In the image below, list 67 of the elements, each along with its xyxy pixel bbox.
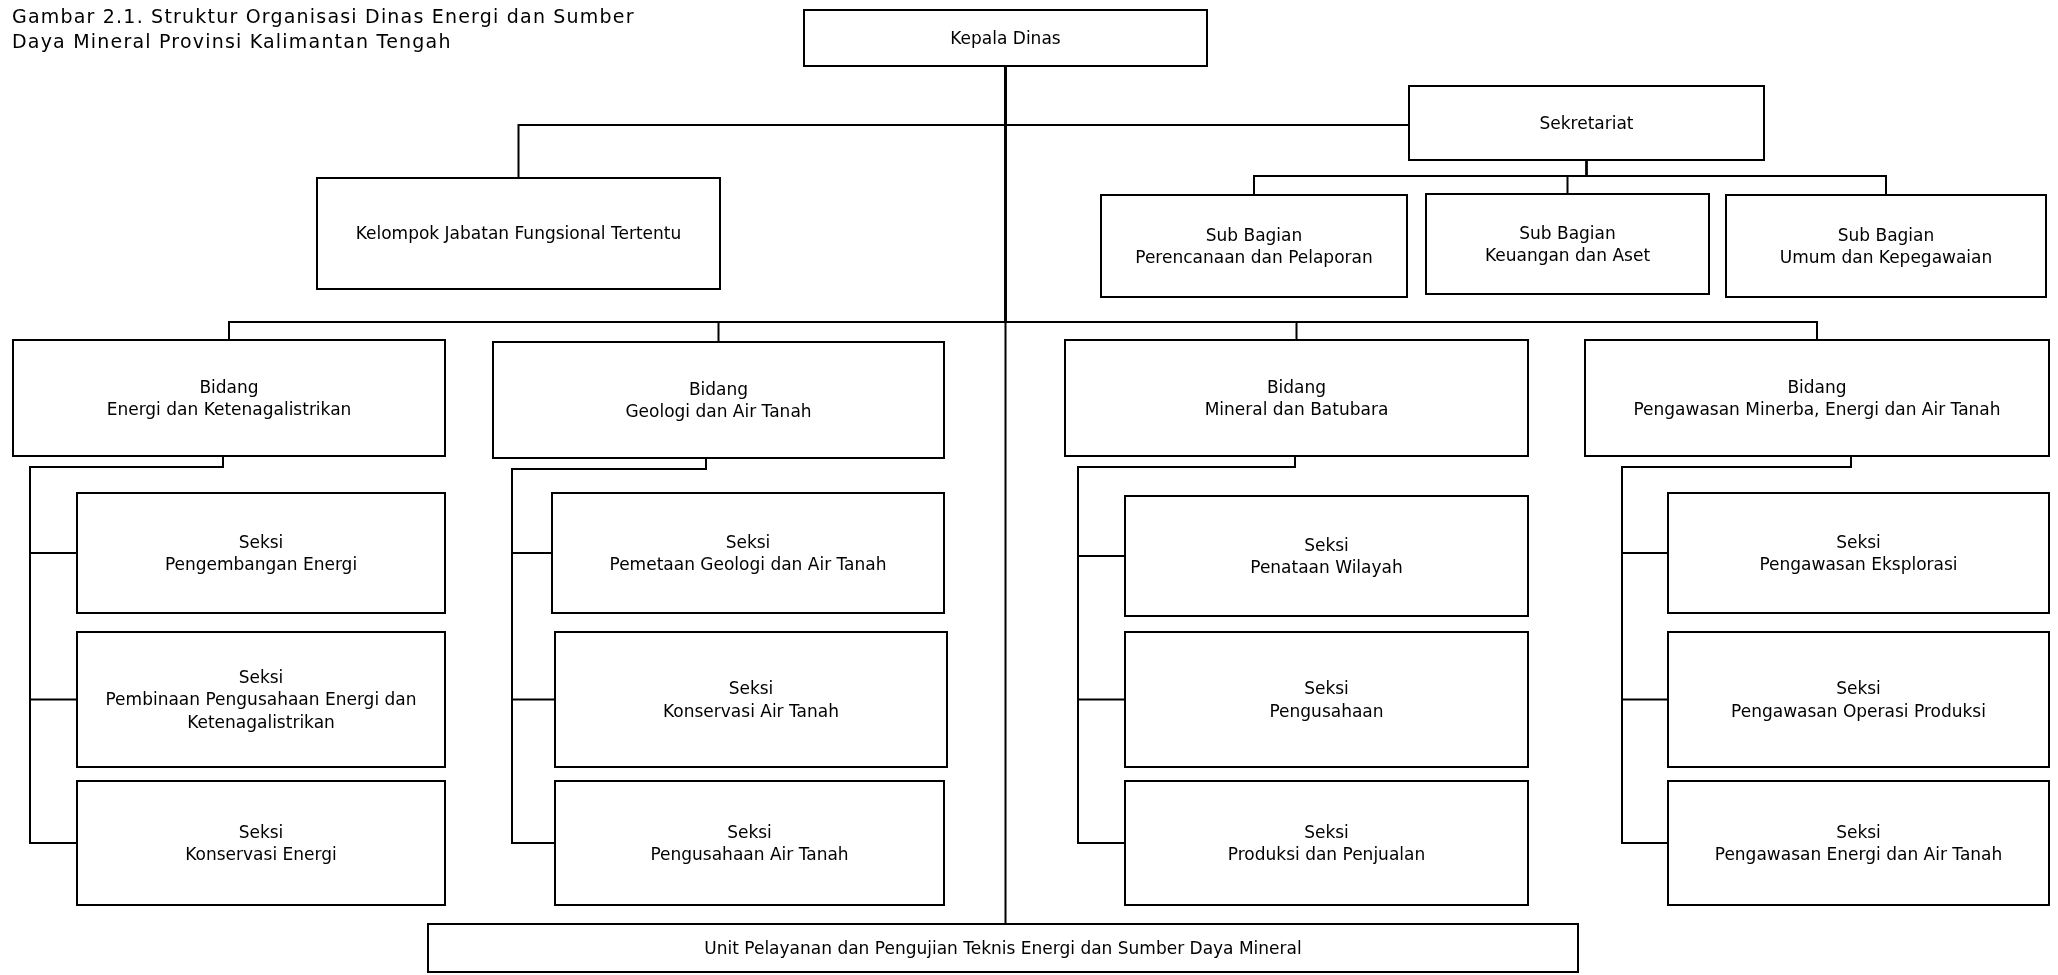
unit-box	[1667, 631, 2050, 768]
unit-name: Seksi	[1836, 820, 1881, 843]
unit-subname: Pembinaan Pengusahaan Energi dan Ketenagalistrikan	[104, 688, 418, 733]
unit-name: Seksi	[238, 820, 284, 843]
unit-subname: Pengawasan Operasi Produksi	[1731, 699, 1986, 722]
unit-name: Seksi	[1304, 677, 1349, 700]
unit-subname: Penataan Wilayah	[1250, 556, 1403, 579]
unit-name: Seksi	[1304, 820, 1349, 843]
unit-subname: Pengembangan Energi	[164, 553, 358, 576]
unit-name: Sub Bagian	[1837, 223, 1935, 246]
unit-subname: Geologi dan Air Tanah	[625, 400, 812, 423]
unit-subname: Keuangan dan Aset	[1484, 244, 1651, 267]
unit-subname: Pengawasan Eksplorasi	[1759, 553, 1958, 576]
unit-subname: Pengawasan Energi dan Air Tanah	[1714, 843, 2003, 866]
unit-name: Seksi	[728, 677, 774, 700]
unit-name: Bidang	[1266, 375, 1327, 398]
figure-title: Gambar 2.1. Struktur Organisasi Dinas Energi dan Sumber Daya Mineral Provinsi Kalimantan Tengah	[12, 4, 636, 54]
unit-subname: Perencanaan dan Pelaporan	[1135, 246, 1373, 269]
unit-name: Seksi	[727, 820, 772, 843]
unit-box	[76, 631, 446, 768]
unit-subname: Umum dan Kepegawaian	[1779, 246, 1993, 269]
unit-subname: Konservasi Air Tanah	[663, 699, 839, 722]
connector-line	[1585, 160, 1887, 195]
unit-box	[554, 631, 948, 768]
unit-box	[316, 177, 721, 290]
unit-box	[1667, 780, 2050, 906]
unit-box	[551, 492, 945, 614]
unit-box	[1124, 631, 1529, 768]
unit-box	[554, 780, 945, 906]
unit-box	[1100, 194, 1408, 298]
unit-name: Sekretariat	[1539, 111, 1634, 135]
unit-name: Bidang	[688, 377, 749, 400]
unit-subname: Pengusahaan	[1269, 699, 1384, 722]
unit-name: Seksi	[1836, 530, 1881, 553]
unit-subname: Pemetaan Geologi dan Air Tanah	[609, 553, 887, 576]
unit-box	[1124, 780, 1529, 906]
unit-box	[492, 341, 945, 459]
unit-name: Bidang	[199, 375, 259, 398]
unit-subname: Pengusahaan Air Tanah	[650, 843, 849, 866]
unit-name: Seksi	[725, 530, 771, 553]
unit-name: Kepala Dinas	[950, 26, 1061, 50]
unit-name: Seksi	[238, 666, 284, 689]
unit-name: Sub Bagian	[1205, 223, 1303, 246]
unit-subname: Pengawasan Minerba, Energi dan Air Tanah	[1633, 398, 2001, 421]
unit-name: Seksi	[1304, 533, 1349, 556]
unit-box	[76, 780, 446, 906]
unit-name: Seksi	[238, 530, 284, 553]
unit-subname: Energi dan Ketenagalistrikan	[106, 398, 352, 421]
unit-name: Seksi	[1836, 677, 1881, 700]
unit-box	[1584, 339, 2050, 457]
unit-box	[427, 923, 1579, 973]
head-box	[803, 9, 1208, 67]
unit-subname: Mineral dan Batubara	[1204, 398, 1389, 421]
unit-box	[1408, 85, 1765, 161]
unit-name: Bidang	[1787, 375, 1847, 398]
unit-name: Kelompok Jabatan Fungsional Tertentu	[355, 222, 682, 245]
unit-subname: Produksi dan Penjualan	[1227, 843, 1426, 866]
unit-box	[1425, 193, 1710, 295]
unit-box	[1124, 495, 1529, 617]
unit-box	[1725, 194, 2047, 298]
unit-box	[12, 339, 446, 457]
unit-box	[76, 492, 446, 614]
unit-name: Unit Pelayanan dan Pengujian Teknis Energi dan Sumber Daya Mineral	[704, 936, 1302, 960]
unit-box	[1667, 492, 2050, 614]
unit-name: Sub Bagian	[1519, 221, 1616, 244]
unit-subname: Konservasi Energi	[185, 843, 337, 866]
unit-box	[1064, 339, 1529, 457]
